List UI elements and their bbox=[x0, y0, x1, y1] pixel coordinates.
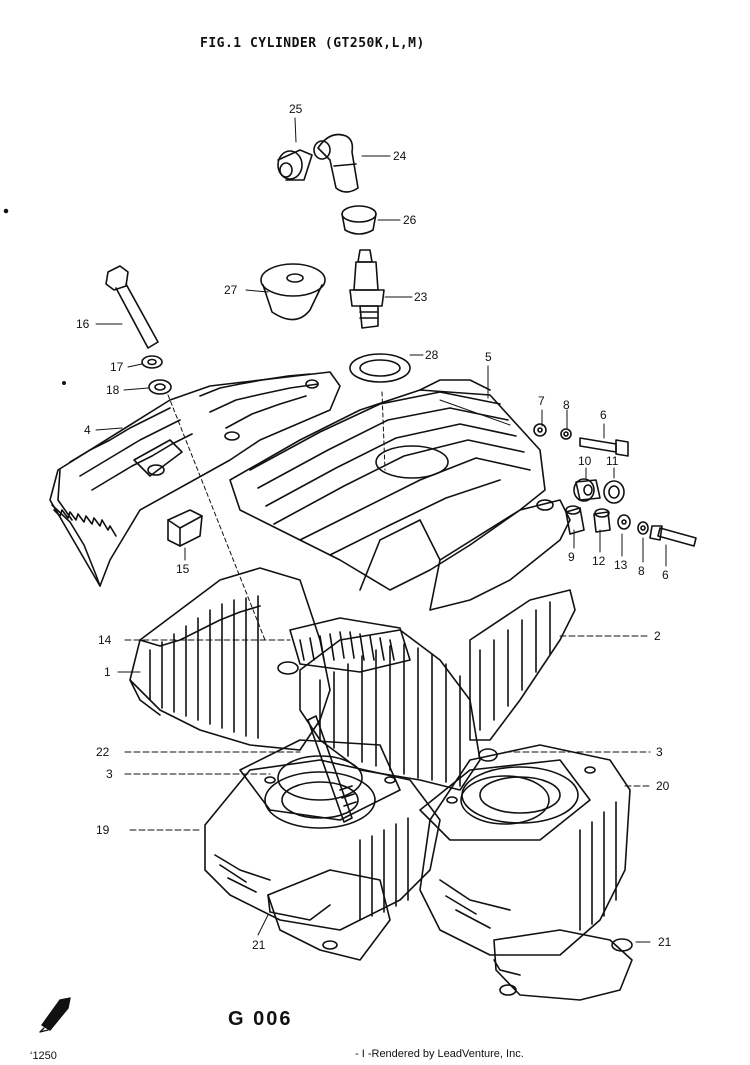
footer-page-code: ‘1250 bbox=[30, 1050, 57, 1062]
figure-title: FIG.1 CYLINDER (GT250K,L,M) bbox=[200, 36, 425, 51]
part-25-plug-cap bbox=[278, 150, 312, 180]
part-3-gasket-left bbox=[240, 740, 400, 820]
callout-8-upper: 8 bbox=[563, 398, 570, 412]
callout-5: 5 bbox=[485, 350, 492, 364]
callout-9: 9 bbox=[568, 550, 575, 564]
callout-14: 14 bbox=[98, 633, 112, 647]
scan-speck bbox=[5, 210, 8, 213]
scan-speck bbox=[63, 382, 65, 384]
leader-lines bbox=[96, 118, 666, 942]
callout-3-right: 3 bbox=[656, 745, 663, 759]
callout-10: 10 bbox=[578, 454, 592, 468]
callout-13: 13 bbox=[614, 558, 628, 572]
part-7-washer bbox=[534, 424, 546, 436]
part-13-washer bbox=[618, 515, 630, 529]
part-16-stud bbox=[106, 266, 158, 348]
part-12-bush bbox=[594, 509, 610, 532]
part-21-base-gasket-right bbox=[494, 930, 632, 1000]
callout-17: 17 bbox=[110, 360, 124, 374]
callout-7: 7 bbox=[538, 394, 545, 408]
part-27-cap bbox=[261, 264, 325, 320]
callout-23: 23 bbox=[414, 290, 428, 304]
callout-25: 25 bbox=[289, 102, 303, 116]
part-3-gasket-right bbox=[420, 760, 590, 840]
callout-16: 16 bbox=[76, 317, 90, 331]
part-20-cylinder-right bbox=[420, 745, 630, 955]
part-9-bush bbox=[566, 506, 584, 534]
part-1-cylinder-head-left bbox=[130, 568, 330, 750]
part-28-gasket bbox=[350, 354, 410, 382]
callout-3-left: 3 bbox=[106, 767, 113, 781]
callout-20: 20 bbox=[656, 779, 670, 793]
part-21-base-gasket-left bbox=[268, 870, 390, 960]
callout-28: 28 bbox=[425, 348, 439, 362]
callout-8-lower: 8 bbox=[638, 564, 645, 578]
part-26-cap bbox=[342, 206, 376, 234]
part-15-damper bbox=[168, 510, 202, 546]
figure-code: G 006 bbox=[228, 1008, 293, 1030]
part-10-bush bbox=[574, 479, 600, 501]
callout-6-lower: 6 bbox=[662, 568, 669, 582]
callout-11: 11 bbox=[606, 454, 619, 468]
callout-19: 19 bbox=[96, 823, 110, 837]
callout-26: 26 bbox=[403, 213, 417, 227]
callout-27: 27 bbox=[224, 283, 238, 297]
part-11-bush bbox=[604, 481, 624, 503]
part-8-washer-upper bbox=[561, 429, 571, 439]
part-2-cylinder-head-right-side bbox=[470, 590, 575, 740]
part-17-washer bbox=[142, 356, 162, 368]
part-6-bolt-upper bbox=[580, 438, 628, 456]
callout-18: 18 bbox=[106, 383, 120, 397]
part-6-bolt-lower bbox=[650, 526, 696, 546]
callout-6-upper: 6 bbox=[600, 408, 607, 422]
front-arrow-icon bbox=[40, 998, 70, 1032]
callout-21-left: 21 bbox=[252, 938, 266, 952]
callout-1: 1 bbox=[104, 665, 111, 679]
footer-credit: - I -Rendered by LeadVenture, Inc. bbox=[355, 1048, 524, 1060]
part-5-cylinder-head-right bbox=[230, 380, 570, 610]
part-19-cylinder-left bbox=[205, 760, 440, 930]
part-24-plug-cap-elbow bbox=[314, 135, 358, 193]
part-cylinder-head-center-fins bbox=[300, 630, 497, 790]
callout-22: 22 bbox=[96, 745, 110, 759]
part-8-washer-lower bbox=[638, 522, 648, 534]
callout-15: 15 bbox=[176, 562, 190, 576]
part-22-stud bbox=[308, 716, 356, 822]
part-18-washer bbox=[149, 380, 171, 394]
callout-2: 2 bbox=[654, 629, 661, 643]
callout-4: 4 bbox=[84, 423, 91, 437]
part-23-spark-plug bbox=[350, 250, 384, 328]
callout-21-right: 21 bbox=[658, 935, 672, 949]
part-4-head-cover-left bbox=[50, 372, 340, 586]
callout-24: 24 bbox=[393, 149, 407, 163]
callout-12: 12 bbox=[592, 554, 606, 568]
